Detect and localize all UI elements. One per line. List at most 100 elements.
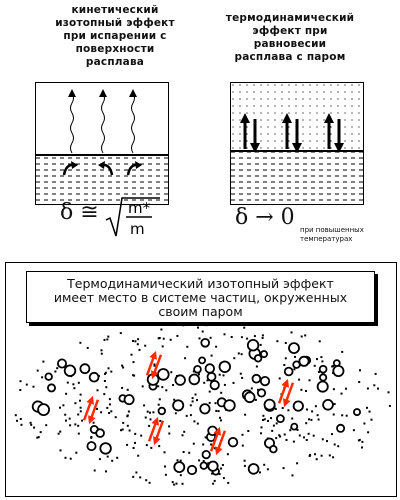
particle (227, 436, 239, 448)
vapor-dot (240, 336, 243, 339)
vapor-dot (263, 463, 266, 466)
vapor-dot (160, 328, 163, 331)
particle (263, 398, 276, 411)
particle (275, 414, 285, 424)
escaping-atom-trails (70, 92, 135, 154)
vapor-dot (341, 350, 344, 353)
vapor-dot (126, 415, 129, 418)
vapor-dot (312, 434, 315, 437)
vapor-dot (126, 424, 129, 427)
vapor-dot (223, 333, 226, 336)
particle (186, 464, 198, 476)
vapor-dot (59, 449, 62, 452)
vapor-dot (204, 436, 207, 439)
vapor-dot (274, 407, 277, 410)
vapor-dot (104, 372, 106, 375)
vapor-dot (243, 459, 246, 462)
vapor-dot (300, 388, 303, 391)
up-arrowheads (68, 89, 137, 97)
vapor-dot (244, 413, 247, 416)
particle (259, 376, 271, 387)
vapor-dot (100, 411, 103, 414)
particle (251, 373, 262, 384)
vapor-dot (218, 473, 221, 476)
particle (207, 425, 218, 437)
vapor-dot (259, 343, 262, 346)
vapor-dot (220, 419, 222, 422)
vapor-dot (214, 402, 217, 405)
vapor-dot (237, 352, 240, 355)
vapor-dot (308, 455, 311, 457)
vapor-dot (104, 371, 107, 374)
vapor-dot (262, 414, 265, 417)
vapor-dot (39, 431, 42, 434)
vapor-dot (153, 363, 156, 366)
vapor-dot (150, 446, 153, 449)
equilibrium-diagram (231, 83, 363, 204)
sqrt-mass-ratio: m* m (105, 197, 160, 238)
vapor-dot (223, 383, 226, 386)
vapor-dot (276, 340, 279, 343)
vapor-dot (161, 345, 164, 348)
particle (352, 408, 361, 417)
vapor-dot (107, 367, 110, 370)
vapor-dot (287, 409, 290, 412)
vapor-dot (284, 342, 287, 344)
vapor-dot (261, 334, 264, 337)
vapor-dot (320, 356, 323, 359)
vapor-dot (227, 481, 230, 484)
vapor-dot (283, 433, 286, 436)
exchange-arrow-pair (277, 378, 295, 408)
particle-system-frame: Термодинамический изотопный эффект имеет… (5, 262, 397, 497)
vapor-dot (197, 326, 199, 329)
vapor-dot (69, 424, 72, 427)
vapor-dot (128, 429, 131, 432)
vapor-dot (77, 381, 80, 384)
vapor-dot (222, 477, 225, 480)
vapor-dot (191, 400, 194, 403)
vapor-dot (179, 474, 182, 477)
particle (57, 358, 68, 369)
vapor-dot (41, 376, 44, 379)
particle (298, 355, 310, 367)
vapor-dot (132, 475, 135, 478)
vapor-dot (213, 447, 216, 450)
vapor-dot (179, 459, 182, 462)
particle (88, 371, 100, 383)
left-caption: кинетический изотопный эффект при испаре… (55, 4, 175, 68)
vapor-dot (108, 403, 111, 406)
vapor-dot (139, 476, 142, 479)
vapor-dot (33, 426, 36, 429)
particle (201, 450, 211, 460)
vapor-dot (308, 418, 310, 421)
vapor-dot (285, 439, 288, 441)
vapor-dot (108, 412, 111, 414)
vapor-dot (309, 453, 312, 456)
vapor-dot (157, 403, 160, 406)
vapor-dot (77, 432, 80, 435)
vapor-dot (260, 432, 262, 435)
vapor-dot (110, 410, 113, 413)
vapor-dot (138, 348, 141, 351)
vapor-dot (296, 428, 299, 431)
vapor-dot (333, 443, 336, 446)
particle (253, 354, 263, 363)
vapor-dot (121, 364, 124, 367)
vapor-dot (215, 409, 218, 412)
particle (318, 364, 328, 374)
particle (95, 428, 105, 438)
vapor-dot (222, 374, 225, 377)
vapor-dot (111, 459, 114, 462)
vapor-dot (210, 354, 213, 357)
vapor-dot (148, 481, 151, 484)
particle (63, 364, 77, 377)
vapor-dot (73, 387, 76, 390)
vapor-dot (202, 460, 205, 462)
vapor-dot (116, 456, 119, 459)
vapor-dot (81, 419, 84, 422)
vapor-dot (100, 352, 103, 355)
particle (247, 463, 260, 475)
vapor-dot (103, 393, 106, 396)
vapor-dot (358, 381, 361, 383)
particle (199, 403, 211, 415)
